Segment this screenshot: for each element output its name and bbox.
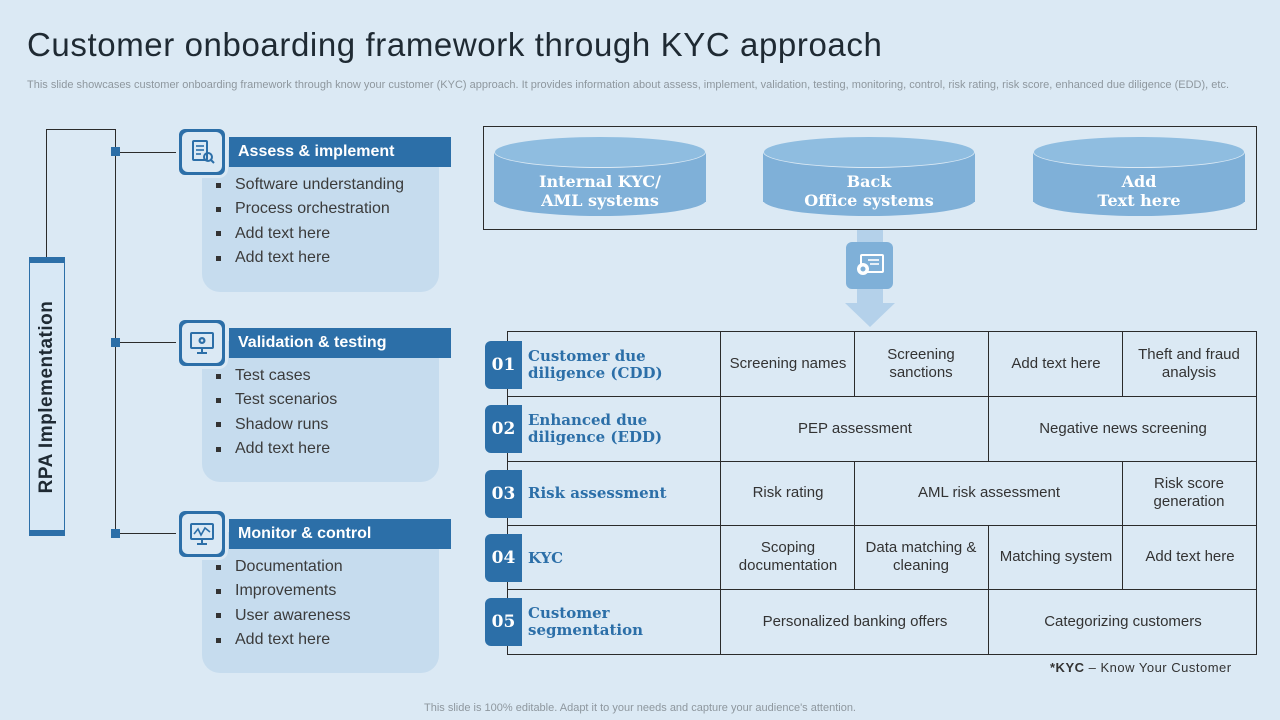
rpa-bar-cap-top bbox=[29, 257, 65, 263]
stage-bullets-validation: Test cases Test scenarios Shadow runs Ad… bbox=[216, 364, 337, 461]
connector-line bbox=[46, 129, 47, 257]
table-cell: PEP assessment bbox=[798, 419, 912, 437]
table-cell: Risk score generation bbox=[1153, 475, 1225, 510]
row-number-badge: 05 bbox=[485, 598, 522, 646]
footer-note: This slide is 100% editable. Adapt it to… bbox=[424, 702, 856, 714]
row-number-badge: 03 bbox=[485, 470, 522, 518]
system-cylinder-add-text: Add Text here bbox=[1033, 136, 1245, 216]
bullet-item: Shadow runs bbox=[216, 413, 337, 437]
stage-bullets-assess: Software understanding Process orchestra… bbox=[216, 173, 404, 270]
connector-dot bbox=[111, 529, 120, 538]
table-cell: Matching system bbox=[999, 548, 1113, 565]
table-cell: Screening names bbox=[729, 355, 847, 372]
system-label-line2: Text here bbox=[1097, 191, 1181, 210]
stage-title-monitor: Monitor & control bbox=[229, 519, 451, 549]
page-subtitle: This slide showcases customer onboarding… bbox=[27, 79, 1229, 91]
rpa-bar bbox=[29, 262, 65, 532]
system-label-line1: Add bbox=[1121, 172, 1157, 191]
monitor-gear-icon bbox=[176, 317, 228, 369]
row-title-risk: Risk assessment bbox=[528, 485, 718, 502]
table-cell: Risk rating bbox=[752, 484, 824, 501]
system-label-line2: AML systems bbox=[541, 191, 659, 210]
connector-dot bbox=[111, 338, 120, 347]
row-number-badge: 01 bbox=[485, 341, 522, 389]
row-title-line2: diligence (EDD) bbox=[528, 428, 663, 446]
bullet-item: Software understanding bbox=[216, 173, 404, 197]
row-title-line1: KYC bbox=[528, 549, 564, 567]
certificate-gear-icon bbox=[846, 242, 893, 289]
connector-line bbox=[115, 533, 177, 534]
bullet-item: Improvements bbox=[216, 579, 351, 603]
bullet-item: Process orchestration bbox=[216, 197, 404, 221]
systems-box bbox=[483, 126, 1257, 230]
system-cylinder-back-office: Back Office systems bbox=[763, 136, 975, 216]
stage-title-validation: Validation & testing bbox=[229, 328, 451, 358]
connector-line bbox=[46, 129, 115, 130]
kyc-footnote-text: – Know Your Customer bbox=[1084, 660, 1232, 675]
flow-arrow-head bbox=[845, 303, 895, 327]
kyc-footnote-abbr: *KYC bbox=[1050, 660, 1085, 675]
checklist-search-icon bbox=[176, 126, 228, 178]
bullet-item: Test scenarios bbox=[216, 388, 337, 412]
system-label-line1: Internal KYC/ bbox=[539, 172, 661, 191]
row-title-line1: Risk assessment bbox=[528, 484, 667, 502]
table-cell: Theft and fraud analysis bbox=[1138, 346, 1240, 381]
bullet-item: Add text here bbox=[216, 437, 337, 461]
rpa-label: RPA Implementation bbox=[36, 300, 57, 494]
rpa-bar-cap-bottom bbox=[29, 530, 65, 536]
connector-line bbox=[115, 152, 177, 153]
row-title-line1: Customer due bbox=[528, 347, 646, 365]
table-cell: Scoping documentation bbox=[738, 539, 838, 574]
table-cell: Personalized banking offers bbox=[762, 612, 948, 630]
bullet-item: Documentation bbox=[216, 555, 351, 579]
row-title-line2: diligence (CDD) bbox=[528, 364, 663, 382]
stage-bullets-monitor: Documentation Improvements User awarenes… bbox=[216, 555, 351, 652]
system-cylinder-internal-kyc: Internal KYC/ AML systems bbox=[494, 136, 706, 216]
connector-line bbox=[115, 129, 116, 534]
connector-dot bbox=[111, 147, 120, 156]
row-number-badge: 04 bbox=[485, 534, 522, 582]
table-cell: AML risk assessment bbox=[918, 484, 1060, 501]
row-title-line1: Enhanced due bbox=[528, 411, 648, 429]
bullet-item: User awareness bbox=[216, 604, 351, 628]
table-cell: Negative news screening bbox=[1039, 419, 1207, 437]
row-title-kyc: KYC bbox=[528, 550, 718, 567]
monitor-chart-icon bbox=[176, 508, 228, 560]
row-title-line2: segmentation bbox=[528, 621, 643, 639]
system-label-line1: Back bbox=[846, 172, 892, 191]
table-cell: Add text here bbox=[1145, 548, 1235, 565]
system-label-line2: Office systems bbox=[804, 191, 934, 210]
table-cell: Categorizing customers bbox=[1044, 612, 1202, 630]
row-title-cdd: Customer due diligence (CDD) bbox=[528, 348, 718, 382]
row-number-badge: 02 bbox=[485, 405, 522, 453]
row-title-segmentation: Customer segmentation bbox=[528, 605, 718, 639]
table-cell: Screening sanctions bbox=[887, 346, 955, 381]
stage-title-assess: Assess & implement bbox=[229, 137, 451, 167]
bullet-item: Add text here bbox=[216, 628, 351, 652]
kyc-footnote: *KYC – Know Your Customer bbox=[1050, 660, 1232, 675]
connector-line bbox=[115, 342, 177, 343]
bullet-item: Test cases bbox=[216, 364, 337, 388]
bullet-item: Add text here bbox=[216, 246, 404, 270]
bullet-item: Add text here bbox=[216, 222, 404, 246]
row-title-line1: Customer bbox=[528, 604, 610, 622]
row-title-edd: Enhanced due diligence (EDD) bbox=[528, 412, 718, 446]
page-title: Customer onboarding framework through KY… bbox=[27, 26, 883, 63]
table-cell: Data matching & cleaning bbox=[865, 539, 977, 574]
table-cell: Add text here bbox=[1011, 355, 1101, 372]
